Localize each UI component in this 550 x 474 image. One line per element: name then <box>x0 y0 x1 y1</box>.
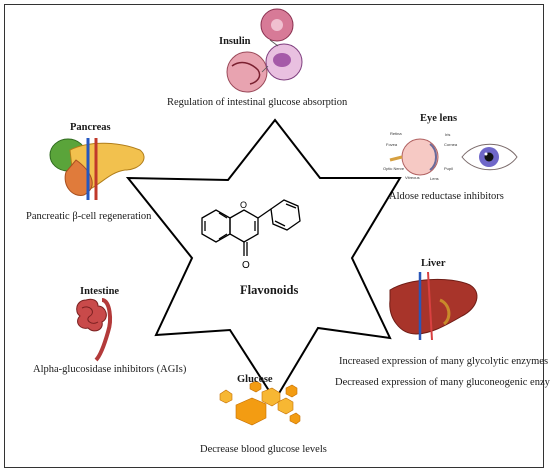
liver-title: Liver <box>421 258 446 269</box>
eye-label-fovea: Fovea <box>386 142 398 147</box>
eye-lens-description: Aldose reductase inhibitors <box>389 191 504 202</box>
eye-lens-title: Eye lens <box>420 113 458 124</box>
ring-oxygen-label: O <box>240 200 247 210</box>
pancreas-description: Pancreatic β-cell regeneration <box>26 211 152 222</box>
glucose-crystals-illustration <box>219 380 301 426</box>
pancreas-title: Pancreas <box>70 122 111 133</box>
flavone-structure <box>201 199 301 256</box>
center-title-flavonoids: Flavonoids <box>240 283 299 297</box>
eye-label-optic-nerve: Optic Nerve <box>383 166 405 171</box>
insulin-title: Insulin <box>219 36 251 47</box>
eye-label-retina: Retina <box>390 131 402 136</box>
pancreas-illustration <box>49 138 145 200</box>
glucose-title: Glucose <box>237 374 273 385</box>
eye-label-iris: Iris <box>445 132 450 137</box>
eye-label-lens: Lens <box>430 176 439 181</box>
eye-label-vitreous: Vitreous <box>405 175 420 180</box>
carbonyl-oxygen-label: O <box>242 260 250 271</box>
intestine-description: Alpha-glucosidase inhibitors (AGIs) <box>33 364 187 375</box>
eye-diagram-illustration: Retina Fovea Optic Nerve Vitreous Iris L… <box>383 131 518 181</box>
diagram-frame <box>4 4 544 468</box>
liver-description-2: Decreased expression of many gluconeogen… <box>335 377 550 388</box>
insulin-description: Regulation of intestinal glucose absorpt… <box>167 97 348 108</box>
liver-illustration <box>389 271 478 341</box>
liver-description-1: Increased expression of many glycolytic … <box>339 356 549 367</box>
glucose-description: Decrease blood glucose levels <box>200 444 327 455</box>
eye-label-cornea: Cornea <box>444 142 458 147</box>
intestine-title: Intestine <box>80 286 120 297</box>
intestine-illustration <box>76 298 112 362</box>
eye-label-pupil: Pupil <box>444 166 453 171</box>
insulin-cells-illustration <box>226 8 303 93</box>
